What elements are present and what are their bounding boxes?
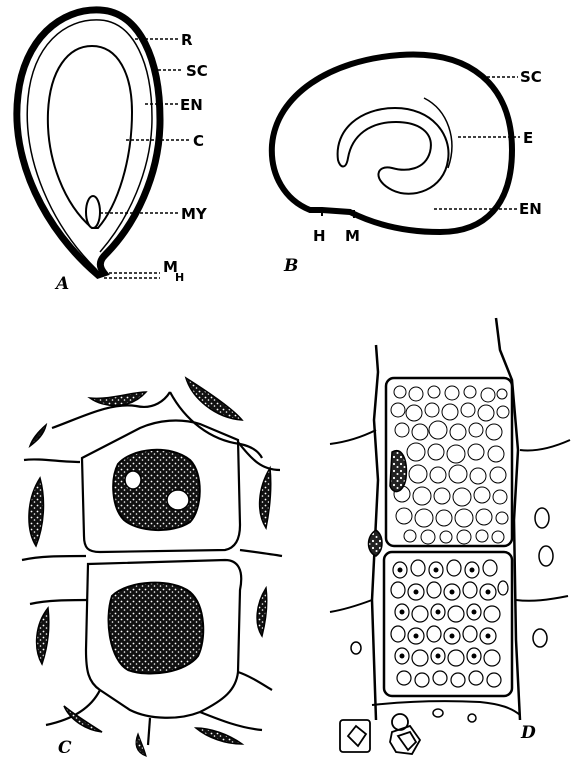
crystal-left [340, 720, 370, 752]
label-r: R [181, 31, 193, 49]
panel-b: SC E EN H M B [272, 55, 542, 276]
side-nucleus-d [369, 530, 383, 556]
loose-grain-5 [433, 709, 443, 717]
label-b-e: E [523, 129, 533, 147]
cell-wall-left-lower [30, 600, 88, 604]
cell-wall-bottom-right [200, 712, 262, 730]
label-h: H [175, 271, 184, 284]
crescent-7 [257, 588, 267, 636]
crescent-3 [30, 425, 46, 446]
vacuole-b [167, 490, 189, 510]
crescent-5 [260, 468, 271, 528]
crescent-1 [90, 392, 146, 406]
label-sc: SC [186, 62, 208, 80]
cell-wall-branch-right-lower [516, 596, 568, 601]
cell-wall-right-lower [238, 672, 272, 690]
label-c: C [193, 132, 204, 150]
cell-wall-right-mid [240, 550, 282, 556]
vacuole-a [125, 471, 141, 489]
crescent-2 [186, 378, 242, 420]
inner-seed-coat [27, 20, 152, 270]
loose-grain-4 [351, 642, 361, 654]
label-b-en: EN [519, 200, 542, 218]
crescent-9 [196, 728, 242, 744]
cell-wall-bottom-d [372, 701, 520, 715]
cell-wall-branch-left-lower [330, 600, 372, 612]
panel-c-letter: C [58, 738, 72, 758]
panel-d [330, 318, 570, 754]
nucleus-upper [113, 450, 200, 530]
nucleus-d [390, 451, 406, 492]
cell-wall-branch-left-upper [330, 430, 376, 444]
embryo-curved [338, 108, 449, 194]
label-en: EN [180, 96, 203, 114]
panel-a-letter: A [54, 274, 69, 294]
nucleus-lower [109, 583, 204, 674]
loose-grain-3 [533, 629, 547, 647]
cell-wall-right-upper [238, 442, 280, 470]
panel-d-letter: D [520, 723, 536, 743]
panel-a: R SC EN C MY M H A [17, 10, 208, 294]
panel-c [22, 378, 282, 756]
label-b-h: H [313, 227, 326, 245]
crescent-4 [29, 478, 44, 546]
label-my: MY [181, 205, 208, 223]
crystal-right [390, 714, 420, 754]
micropyle-embryo-ovoid [86, 196, 100, 228]
loose-grain-1 [535, 508, 549, 528]
label-b-m: M [345, 227, 360, 245]
crescent-10 [136, 734, 146, 756]
cell-wall-bottom-left [46, 690, 100, 725]
seed-coat-outline-b [272, 55, 512, 232]
cell-wall-left [24, 459, 80, 462]
cell-wall-left-mid [22, 556, 86, 560]
crescent-6 [37, 608, 49, 664]
loose-grain-6 [468, 714, 476, 722]
cell-wall-bottom-mid [148, 718, 150, 745]
loose-grain-2 [539, 546, 553, 566]
panel-b-letter: B [283, 256, 298, 276]
cell-wall-branch-right-upper [520, 440, 570, 451]
label-b-sc: SC [520, 68, 542, 86]
